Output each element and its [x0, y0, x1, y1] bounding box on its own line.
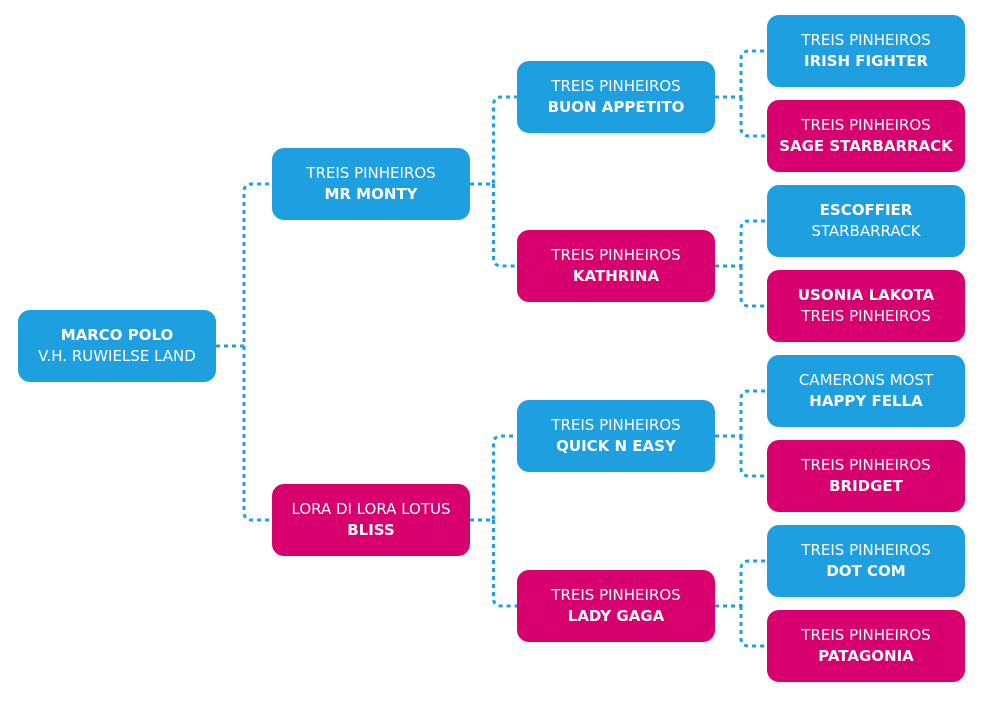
connector-sire-parent-1-lower: [492, 184, 517, 268]
pedigree-node-gen2-4: TREIS PINHEIROS LADY GAGA: [517, 570, 715, 642]
connector-grandparent-3-upper: [715, 389, 767, 438]
dog-name: PATAGONIA: [818, 647, 914, 665]
connector-sire-1-upper: [216, 182, 272, 348]
kennel-name: TREIS PINHEIROS: [801, 307, 931, 325]
dog-name: HAPPY FELLA: [809, 392, 923, 410]
kennel-name: TREIS PINHEIROS: [801, 31, 931, 49]
connector-sire-parent-1-upper: [470, 95, 517, 186]
connector-grandparent-2-upper: [715, 219, 767, 268]
dog-name: USONIA LAKOTA: [797, 286, 935, 304]
kennel-name: TREIS PINHEIROS: [551, 77, 681, 95]
connector-grandparent-4-lower: [739, 606, 767, 648]
dog-name: BLISS: [347, 521, 395, 539]
kennel-name: LORA DI LORA LOTUS: [291, 500, 451, 518]
dog-name: BRIDGET: [829, 477, 903, 495]
kennel-name: TREIS PINHEIROS: [551, 246, 681, 264]
kennel-name: CAMERONS MOST: [798, 371, 934, 389]
connector-sire-parent-2-lower: [492, 520, 517, 608]
kennel-name: STARBARRACK: [811, 222, 921, 240]
dog-name: LADY GAGA: [567, 607, 665, 625]
pedigree-node-gen3-1: TREIS PINHEIROS IRISH FIGHTER: [767, 15, 965, 87]
pedigree-node-gen2-2: TREIS PINHEIROS KATHRINA: [517, 230, 715, 302]
kennel-name: TREIS PINHEIROS: [801, 541, 931, 559]
pedigree-node-gen3-7: TREIS PINHEIROS DOT COM: [767, 525, 965, 597]
connector-grandparent-2-lower: [739, 266, 767, 308]
kennel-name: TREIS PINHEIROS: [551, 586, 681, 604]
pedigree-node-gen3-4: USONIA LAKOTA TREIS PINHEIROS: [767, 270, 965, 342]
connector-grandparent-3-lower: [739, 436, 767, 478]
dog-name: QUICK N EASY: [556, 437, 676, 455]
connector-sire-1-lower: [242, 346, 272, 522]
connector-grandparent-1-lower: [739, 97, 767, 138]
dog-name: DOT COM: [826, 562, 906, 580]
connector-grandparent-1-upper: [715, 49, 767, 99]
kennel-name: TREIS PINHEIROS: [801, 456, 931, 474]
pedigree-node-gen3-6: TREIS PINHEIROS BRIDGET: [767, 440, 965, 512]
dog-name: KATHRINA: [572, 267, 660, 285]
pedigree-node-gen3-2: TREIS PINHEIROS SAGE STARBARRACK: [767, 100, 965, 172]
pedigree-node-gen1-2: LORA DI LORA LOTUS BLISS: [272, 484, 470, 556]
kennel-name: TREIS PINHEIROS: [306, 164, 436, 182]
pedigree-node-gen3-8: TREIS PINHEIROS PATAGONIA: [767, 610, 965, 682]
pedigree-node-gen3-5: CAMERONS MOST HAPPY FELLA: [767, 355, 965, 427]
pedigree-node-gen0-1: MARCO POLO V.H. RUWIELSE LAND: [18, 310, 216, 382]
connector-grandparent-4-upper: [715, 559, 767, 608]
dog-name: BUON APPETITO: [547, 98, 685, 116]
pedigree-node-gen2-3: TREIS PINHEIROS QUICK N EASY: [517, 400, 715, 472]
pedigree-node-gen1-1: TREIS PINHEIROS MR MONTY: [272, 148, 470, 220]
kennel-name: TREIS PINHEIROS: [551, 416, 681, 434]
connector-sire-parent-2-upper: [470, 434, 517, 522]
dog-name: MR MONTY: [324, 185, 418, 203]
kennel-name: V.H. RUWIELSE LAND: [38, 347, 196, 365]
kennel-name: TREIS PINHEIROS: [801, 116, 931, 134]
dog-name: SAGE STARBARRACK: [779, 137, 953, 155]
dog-name: ESCOFFIER: [819, 201, 913, 219]
kennel-name: TREIS PINHEIROS: [801, 626, 931, 644]
dog-name: IRISH FIGHTER: [803, 52, 928, 70]
dog-name: MARCO POLO: [60, 326, 174, 344]
pedigree-node-gen3-3: ESCOFFIER STARBARRACK: [767, 185, 965, 257]
pedigree-node-gen2-1: TREIS PINHEIROS BUON APPETITO: [517, 61, 715, 133]
